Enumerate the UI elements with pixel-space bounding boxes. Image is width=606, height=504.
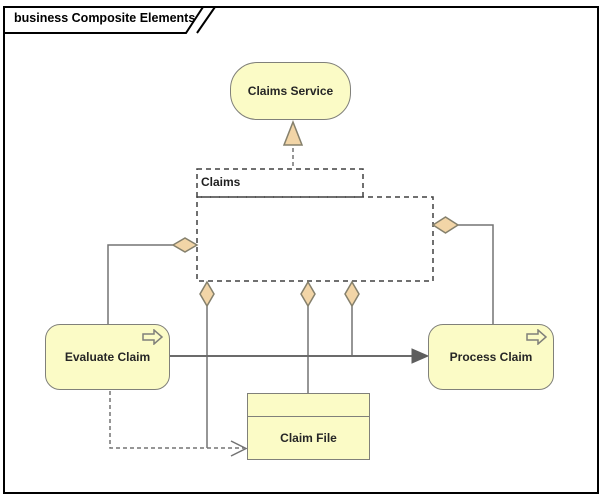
aggregation-diamond-icon	[344, 280, 360, 308]
aggregation-line[interactable]	[107, 244, 173, 324]
connector-aggregation-triggering-relation[interactable]	[344, 280, 360, 355]
connector-aggregation-evaluate-claim[interactable]	[107, 237, 199, 324]
diagram-frame[interactable]	[3, 6, 599, 494]
claims-service-label: Claims Service	[247, 84, 334, 98]
aggregation-diamond-icon	[171, 237, 199, 253]
connector-aggregation-process-claim[interactable]	[431, 216, 494, 324]
node-process-claim[interactable]: Process Claim	[428, 324, 554, 390]
claims-grouping-label: Claims	[201, 175, 241, 189]
business-object-band	[248, 394, 369, 417]
evaluate-claim-label: Evaluate Claim	[64, 350, 151, 364]
claims-grouping-tab[interactable]	[196, 168, 364, 198]
connector-aggregation-access-relation[interactable]	[199, 280, 215, 448]
aggregation-line[interactable]	[458, 224, 494, 324]
connector-aggregation-claim-file[interactable]	[300, 280, 316, 393]
connector-triggering-evaluate-to-process[interactable]	[170, 348, 430, 364]
node-claim-file[interactable]: Claim File	[247, 393, 370, 460]
access-open-arrowhead-icon	[230, 440, 248, 457]
claim-file-label: Claim File	[280, 431, 337, 445]
aggregation-diamond-icon	[199, 280, 215, 308]
access-line[interactable]	[109, 391, 244, 449]
connector-realization-claims-service[interactable]	[282, 119, 304, 169]
aggregation-diamond-icon	[300, 280, 316, 308]
diagram-frame-border	[3, 6, 599, 494]
claims-grouping-body[interactable]	[196, 196, 434, 282]
node-evaluate-claim[interactable]: Evaluate Claim	[45, 324, 170, 390]
process-claim-label: Process Claim	[449, 350, 533, 364]
business-process-icon	[142, 329, 163, 345]
aggregation-diamond-icon	[431, 216, 460, 234]
diagram-frame-caption-box[interactable]	[3, 6, 205, 34]
triggering-arrowhead-icon	[411, 348, 430, 364]
diagram-title: business Composite Elements	[14, 11, 196, 25]
diagram-frame-caption-tail	[196, 6, 217, 34]
node-claims-grouping[interactable]	[196, 168, 434, 282]
realization-triangle-icon	[282, 119, 304, 146]
business-process-icon	[526, 329, 547, 345]
connector-access-evaluate-to-claim-file[interactable]	[109, 391, 248, 457]
node-claims-service[interactable]: Claims Service	[230, 62, 351, 120]
